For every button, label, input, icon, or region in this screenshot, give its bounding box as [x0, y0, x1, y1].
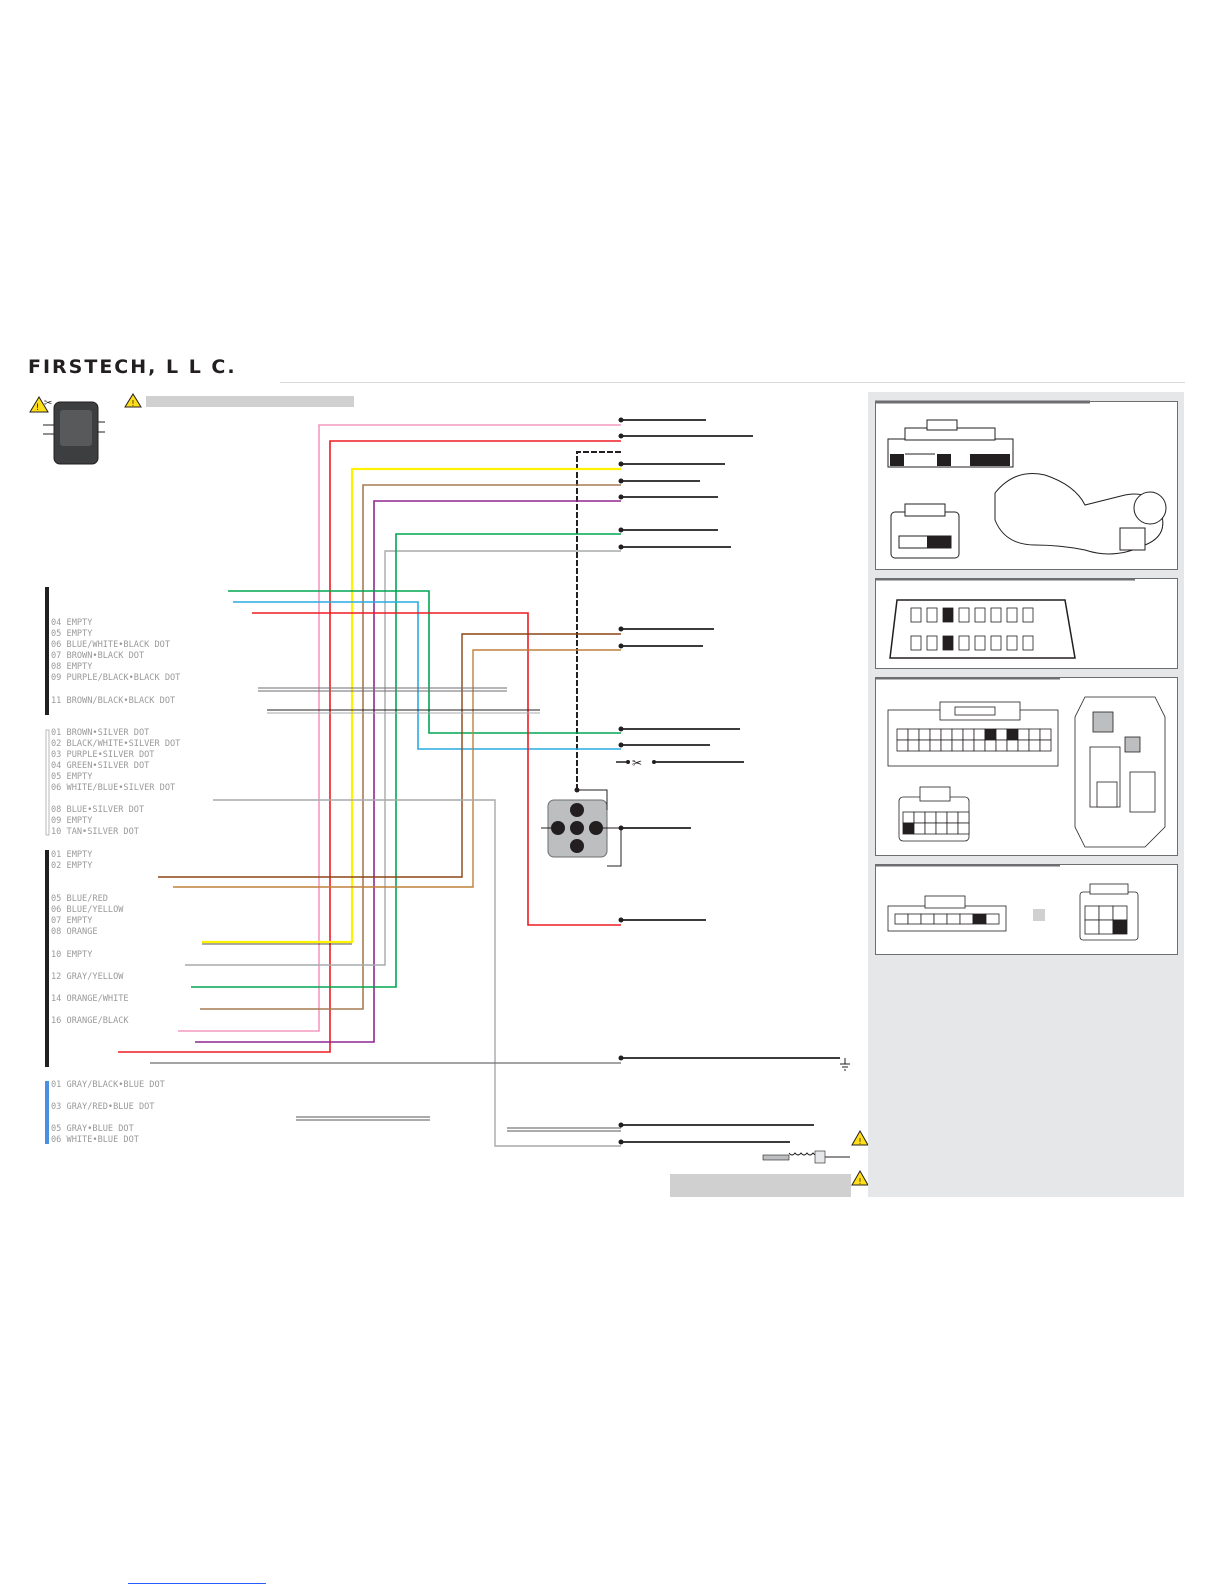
- lower-small-connector-icon: [1079, 883, 1139, 941]
- pink-wire: [178, 424, 621, 1032]
- pin-label: 05 BLUE/RED: [51, 894, 108, 904]
- pin-label: 04 EMPTY: [51, 618, 93, 628]
- pin-label: 03 GRAY/RED•BLUE DOT: [51, 1102, 155, 1112]
- output-stubs: [621, 419, 840, 1143]
- blue-wire: [233, 601, 621, 750]
- svg-text:!: !: [36, 403, 40, 413]
- pin-label: 05 GRAY•BLUE DOT: [51, 1124, 134, 1134]
- blue-connector-labels: 01 GRAY/BLACK•BLUE DOT 03 GRAY/RED•BLUE …: [51, 1080, 165, 1146]
- bcm-small-connector-icon: [898, 786, 970, 842]
- pin-label: 06 WHITE•BLUE DOT: [51, 1135, 139, 1145]
- pin-label: 10 EMPTY: [51, 950, 93, 960]
- green-wire: [191, 533, 621, 988]
- lower-connectors-box: [875, 864, 1178, 955]
- pin-label: 07 BROWN•BLACK DOT: [51, 651, 145, 661]
- fuse-box-icon: [1074, 696, 1166, 848]
- scissors-icon: ✂: [44, 398, 52, 409]
- green-short-wire: [228, 590, 621, 734]
- ignition-connector-small-icon: [890, 503, 960, 559]
- pin-label: 14 ORANGE/WHITE: [51, 994, 129, 1004]
- junction-dots: [574, 417, 624, 1145]
- black-trunk-wire: [576, 451, 621, 790]
- warning-triangle-icon: !: [124, 393, 142, 408]
- black-connector-bar: [45, 587, 49, 715]
- pin-label: 06 BLUE/YELLOW: [51, 905, 124, 915]
- white-connector-labels: 01 BROWN•SILVER DOT 02 BLACK/WHITE•SILVE…: [51, 728, 180, 838]
- obd-connector-icon: [889, 599, 1076, 659]
- svg-text:!: !: [858, 1177, 861, 1186]
- pin-label: 06 BLUE/WHITE•BLACK DOT: [51, 640, 170, 650]
- scissors-cut-icon: ✂: [616, 756, 656, 770]
- gray-swatch: [1033, 909, 1045, 921]
- pin-label: 09 PURPLE/BLACK•BLACK DOT: [51, 673, 181, 683]
- pin-label: 02 EMPTY: [51, 861, 93, 871]
- ignition-connector-icon: [887, 419, 1014, 468]
- black-connector-labels: 04 EMPTY 05 EMPTY 06 BLUE/WHITE•BLACK DO…: [51, 618, 180, 707]
- bcm-pin-row: [896, 728, 1052, 752]
- relay-icon: [541, 789, 622, 867]
- pin-label: 01 GRAY/BLACK•BLUE DOT: [51, 1080, 165, 1090]
- pin-label: 04 GREEN•SILVER DOT: [51, 761, 150, 771]
- module-header-area: ! ✂ !: [29, 393, 354, 465]
- pin-label: 05 EMPTY: [51, 629, 93, 639]
- ignition-switch-icon: [994, 473, 1167, 555]
- bcm-connector-box: [875, 677, 1178, 856]
- pin-label: 16 ORANGE/BLACK: [51, 1016, 129, 1026]
- firstech-logo: FIRSTECH, L L C.: [28, 356, 237, 378]
- main-connector-bar: [45, 850, 49, 1067]
- wiring-diagram: ✂: [45, 417, 851, 1197]
- red-wire: [118, 440, 621, 1053]
- pin-label: 11 BROWN/BLACK•BLACK DOT: [51, 696, 176, 706]
- svg-text:!: !: [131, 399, 134, 408]
- ignition-connector-box: [875, 400, 1178, 570]
- pin-label: 10 TAN•SILVER DOT: [51, 827, 139, 837]
- ground-symbol-icon: [840, 1058, 850, 1071]
- purple-wire: [195, 500, 621, 1043]
- pin-label: 03 PURPLE•SILVER DOT: [51, 750, 155, 760]
- pin-label: 08 BLUE•SILVER DOT: [51, 805, 145, 815]
- svg-text:✂: ✂: [632, 756, 642, 770]
- pin-label: 07 EMPTY: [51, 916, 93, 926]
- bottom-note-bar: [670, 1174, 851, 1197]
- pin-label: 01 EMPTY: [51, 850, 93, 860]
- gray-lower-wire: [213, 799, 621, 1147]
- pin-label: 06 WHITE/BLUE•SILVER DOT: [51, 783, 176, 793]
- bcm-connector-icon: [887, 701, 1059, 767]
- footer-link-underline[interactable]: [128, 1583, 266, 1584]
- brown-wire: [158, 633, 621, 878]
- header-divider: [280, 382, 1185, 383]
- warning-triangle-icon: !: [29, 396, 49, 413]
- blue-connector-bar: [45, 1081, 49, 1144]
- warning-triangle-icon: !: [851, 1169, 869, 1186]
- svg-text:✂: ✂: [44, 398, 52, 409]
- key-warnings: ! !: [851, 1129, 869, 1186]
- remote-start-module-icon: [43, 401, 105, 465]
- pin-label: 08 EMPTY: [51, 662, 93, 672]
- obd-connector-box: [875, 578, 1178, 669]
- pin-label: 08 ORANGE: [51, 927, 98, 937]
- white-connector-bar: [45, 729, 50, 836]
- main-connector-labels: 01 EMPTY 02 EMPTY 05 BLUE/RED 06 BLUE/YE…: [51, 850, 129, 1027]
- gray-wire: [185, 550, 621, 966]
- tan-brown-wire: [173, 649, 621, 888]
- red-short-wire: [252, 612, 621, 926]
- yellow-wire: [202, 467, 621, 944]
- pin-label: 12 GRAY/YELLOW: [51, 972, 124, 982]
- pin-label: 09 EMPTY: [51, 816, 93, 826]
- warning-triangle-icon: !: [851, 1129, 869, 1146]
- lower-connector-icon: [887, 895, 1007, 932]
- warning-note-bar: [146, 396, 354, 407]
- key-cylinder-icon: [762, 1150, 850, 1164]
- pin-label: 05 EMPTY: [51, 772, 93, 782]
- svg-text:!: !: [858, 1137, 861, 1146]
- pin-label: 01 BROWN•SILVER DOT: [51, 728, 150, 738]
- tan-wire: [200, 484, 621, 1010]
- pin-label: 02 BLACK/WHITE•SILVER DOT: [51, 739, 181, 749]
